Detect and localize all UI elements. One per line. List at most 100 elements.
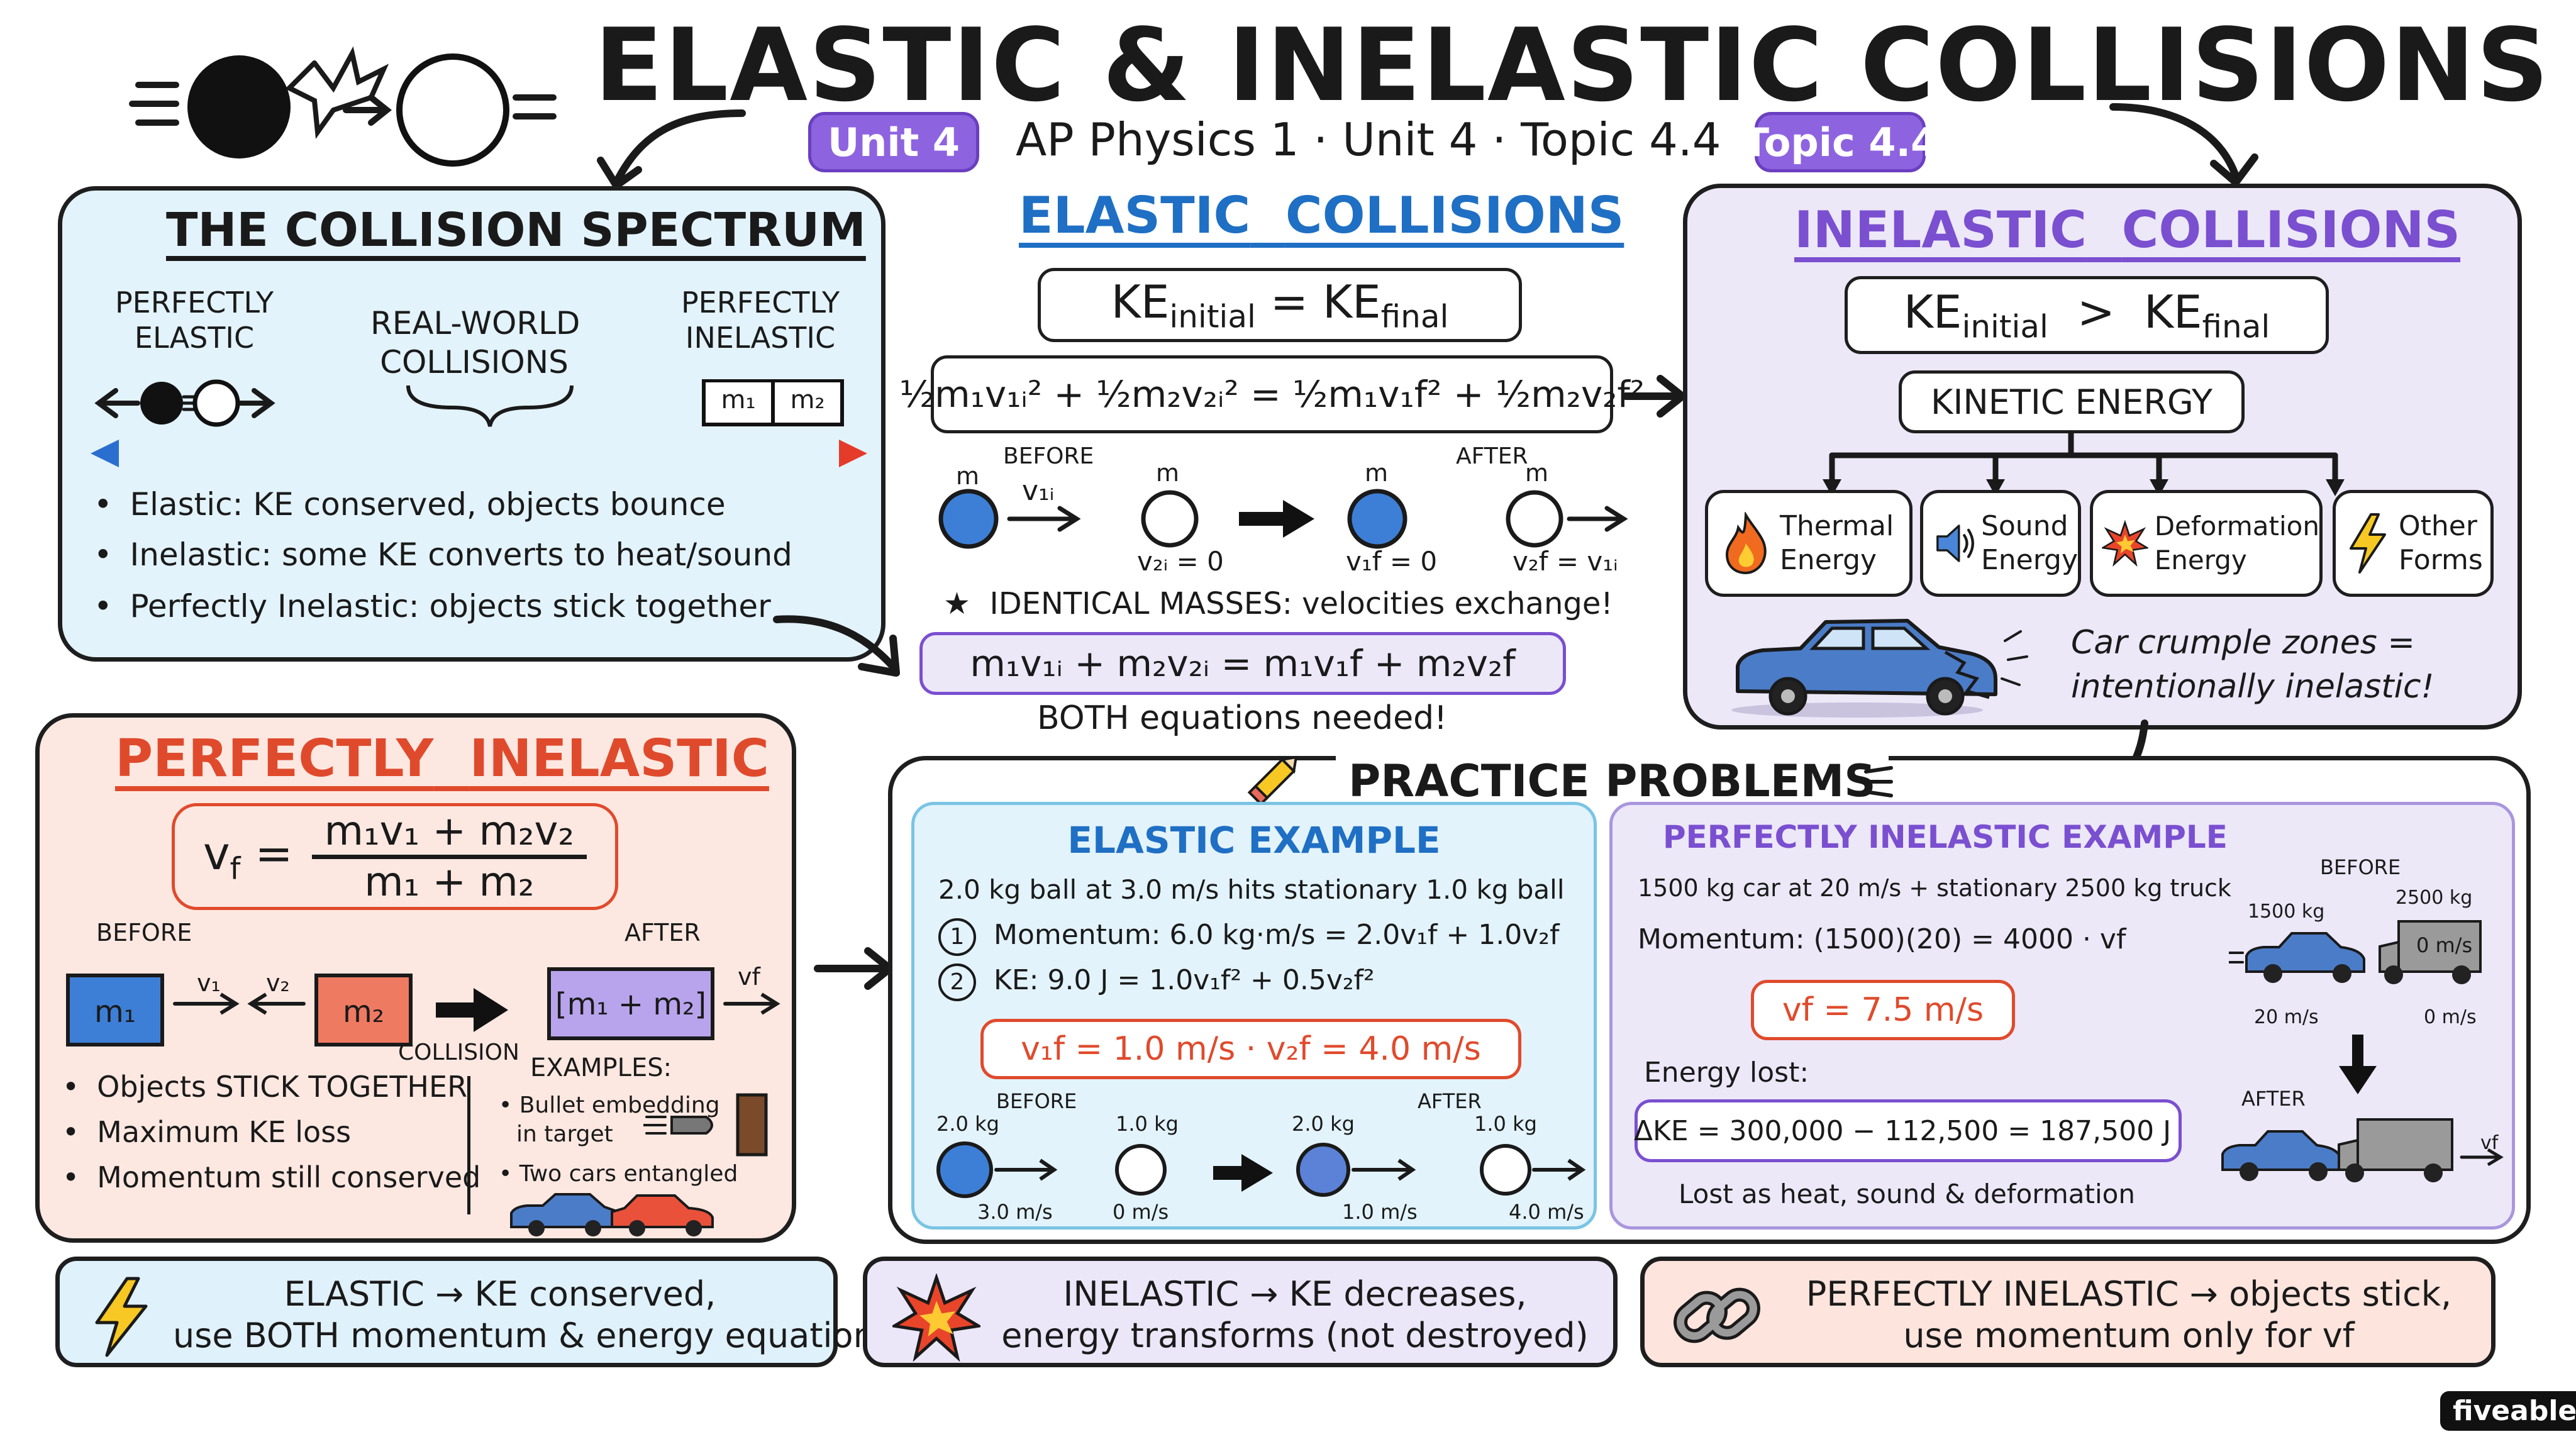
arrow-energy-to-inelastic-icon — [1623, 375, 1686, 418]
crashed-car-illustration — [1731, 619, 2028, 718]
v1-arrow-label: v₁ — [197, 969, 221, 997]
ball4-mass: 1.0 kg — [1474, 1112, 1537, 1136]
inelastic-collisions-panel: INELASTIC COLLISIONS KEinitial > KEfinal… — [1683, 184, 2522, 730]
pencil-icon — [1247, 755, 1298, 806]
elastic-example-title: ELASTIC EXAMPLE — [1067, 819, 1441, 862]
both-equations-note: BOTH equations needed! — [1037, 699, 1447, 737]
subtitle: AP Physics 1 · Unit 4 · Topic 4.4 — [1016, 113, 1721, 166]
burst-icon — [892, 1274, 980, 1362]
inelastic-ex-after-label: AFTER — [2241, 1087, 2306, 1111]
perfect-bullet-stick: Objects STICK TOGETHER — [62, 1070, 467, 1104]
vf-after-label: vf — [2480, 1132, 2499, 1154]
inelastic-ex-before-label: BEFORE — [2320, 855, 2401, 879]
spectrum-bullet-inelastic: Inelastic: some KE converts to heat/soun… — [94, 536, 792, 573]
summary-perfect-text: PERFECTLY INELASTIC → objects stick,use … — [1806, 1274, 2452, 1355]
ball1-speed: 3.0 m/s — [977, 1200, 1053, 1224]
car-mass-label: 1500 kg — [2248, 901, 2325, 923]
perfect-before-label: BEFORE — [96, 919, 192, 947]
lightning-icon — [95, 1277, 148, 1357]
elastic-step-2: 2 KE: 9.0 J = 1.0v₁f² + 0.5v₂f² — [938, 963, 1375, 1001]
entangled-cars-illustration — [510, 1193, 714, 1236]
spectrum-block-m1: m₁ — [721, 386, 756, 414]
truck-speed-inner: 0 m/s — [2416, 933, 2473, 957]
spectrum-diagram — [91, 379, 867, 467]
arrow-to-spectrum-icon — [597, 109, 746, 189]
car-speed-label: 20 m/s — [2254, 1006, 2319, 1028]
v1i-label: v₁ᵢ — [1022, 475, 1055, 507]
ball2-speed: 0 m/s — [1113, 1200, 1169, 1224]
final-velocity-formula: vf = m₁v₁ + m₂v₂ m₁ + m₂ — [172, 803, 618, 910]
elastic-example-diagram — [936, 1141, 1586, 1198]
v2-arrow-label: v₂ — [266, 969, 290, 997]
speaker-icon — [1936, 525, 1974, 562]
elastic-ex-after-label: AFTER — [1418, 1089, 1482, 1113]
examples-label: EXAMPLES: — [530, 1053, 672, 1082]
perfectly-inelastic-panel: PERFECTLY INELASTIC vf = m₁v₁ + m₂v₂ m₁ … — [35, 713, 796, 1243]
topic-badge: Topic 4.4 — [1743, 112, 1938, 172]
elastic-title: ELASTIC COLLISIONS — [1019, 186, 1624, 245]
speed-lines-icon — [1864, 766, 1893, 797]
mass-label-1: m — [956, 462, 980, 490]
practice-problems-panel: PRACTICE PROBLEMS ELASTIC EXAMPLE 2.0 kg… — [888, 755, 2531, 1244]
identical-masses-note: ★ IDENTICAL MASSES: velocities exchange! — [943, 586, 1613, 621]
summary-elastic: ELASTIC → KE conserved,use BOTH momentum… — [55, 1257, 892, 1367]
summary-perfectly-inelastic: PERFECTLY INELASTIC → objects stick,use … — [1640, 1257, 2496, 1367]
energy-conservation-equation: ½m₁v₁ᵢ² + ½m₂v₂ᵢ² = ½m₁v₁f² + ½m₂v₂f² — [899, 355, 1645, 433]
elastic-ex-before-label: BEFORE — [996, 1089, 1077, 1113]
energy-tree-lines — [1823, 430, 2345, 496]
ball1-mass: 2.0 kg — [936, 1112, 999, 1136]
delta-ke-box: ΔKE = 300,000 − 112,500 = 187,500 J — [1634, 1099, 2182, 1162]
mass-label-2: m — [1156, 459, 1180, 487]
identical-masses-diagram — [938, 489, 1628, 549]
ball2-mass: 1.0 kg — [1116, 1112, 1179, 1136]
before-to-after-arrow-icon — [2339, 1035, 2377, 1094]
crumple-zone-note: Car crumple zones =intentionally inelast… — [2071, 624, 2434, 706]
car-truck-before-illustration — [2229, 920, 2482, 984]
arrow-spectrum-to-momentum-icon — [773, 615, 900, 677]
ball3-mass: 2.0 kg — [1292, 1112, 1355, 1136]
perfect-collision-diagram — [66, 967, 780, 1046]
perfectly-inelastic-title: PERFECTLY INELASTIC — [115, 729, 769, 789]
inelastic-example-problem: 1500 kg car at 20 m/s + stationary 2500 … — [1638, 874, 2231, 902]
elastic-before-label: BEFORE — [1003, 443, 1094, 469]
examples-divider — [467, 1076, 470, 1214]
energy-lost-label: Energy lost: — [1644, 1057, 1809, 1089]
unit-badge: Unit 4 — [808, 112, 979, 172]
momentum-equation: m₁v₁ᵢ + m₂v₂ᵢ = m₁v₁f + m₂v₂f — [919, 632, 1566, 695]
arrow-to-inelastic-icon — [2109, 103, 2258, 186]
page-title: ELASTIC & INELASTIC COLLISIONS — [594, 6, 2550, 124]
perfect-after-label: AFTER — [625, 919, 701, 947]
elastic-after-label: AFTER — [1456, 443, 1528, 469]
spectrum-block-m2: m₂ — [790, 386, 825, 414]
v2f-label: v₂f = v₁ᵢ — [1513, 546, 1618, 577]
lightning-icon — [2350, 513, 2386, 574]
practice-title: PRACTICE PROBLEMS — [1336, 755, 1889, 807]
v1f-label: v₁f = 0 — [1346, 546, 1438, 577]
example-bullet-embedding: • Bullet embedding in target — [499, 1092, 720, 1147]
ke-decreases-equation: KEinitial > KEfinal — [1845, 276, 2329, 354]
mass-label-4: m — [1525, 459, 1549, 487]
lost-as-note: Lost as heat, sound & deformation — [1679, 1179, 2135, 1209]
elastic-example-problem: 2.0 kg ball at 3.0 m/s hits stationary 1… — [938, 874, 1565, 905]
ball3-speed: 1.0 m/s — [1342, 1200, 1418, 1224]
elastic-answer: v₁f = 1.0 m/s · v₂f = 4.0 m/s — [980, 1019, 1521, 1079]
truck-speed-label: 0 m/s — [2424, 1006, 2477, 1028]
inelastic-momentum-step: Momentum: (1500)(20) = 4000 · vf — [1638, 923, 2126, 955]
ball4-speed: 4.0 m/s — [1509, 1200, 1584, 1224]
ke-conserved-equation: KEinitial = KEfinal — [1038, 268, 1522, 342]
mass-label-3: m — [1365, 459, 1389, 487]
inelastic-example-title: PERFECTLY INELASTIC EXAMPLE — [1663, 819, 2228, 855]
arrow-perfect-to-practice-icon — [814, 947, 894, 990]
bullet-target-illustration — [643, 1093, 768, 1157]
block-m1-label: m₁ — [94, 994, 136, 1030]
chain-icon — [1674, 1287, 1760, 1343]
spectrum-bullet-elastic: Elastic: KE conserved, objects bounce — [94, 486, 726, 523]
spectrum-title: THE COLLISION SPECTRUM — [166, 203, 866, 257]
perfect-bullet-momentum: Momentum still conserved — [62, 1160, 480, 1194]
